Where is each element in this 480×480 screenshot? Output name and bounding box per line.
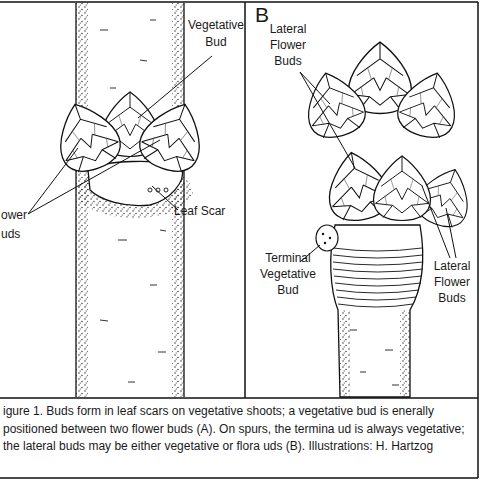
flower-bud: [393, 66, 465, 143]
bundle-scar: [164, 188, 168, 192]
bud-label: Lateral Flower Buds: [424, 258, 480, 306]
bundle-scar: [148, 188, 152, 192]
flower-bud: [374, 156, 431, 221]
leader-line: [138, 56, 212, 118]
frame-line: [0, 1, 478, 3]
bud-label: Vegetative Bud: [184, 17, 248, 51]
scar-label: Leaf Scar: [174, 204, 244, 219]
stem-stipple: [400, 310, 410, 397]
leader-lines: [300, 72, 456, 262]
fruiting-spur: [298, 42, 479, 397]
bud-dot: [324, 242, 326, 244]
vegetative-shoot: [28, 3, 213, 397]
spur-stem: [331, 225, 423, 397]
leader-line: [446, 208, 456, 258]
bud-dot: [329, 237, 331, 239]
stem-edge: [75, 3, 76, 397]
bark-lenticels: [350, 330, 399, 385]
frame-line: [0, 477, 478, 479]
terminal-vegetative-bud: [316, 225, 338, 251]
leader-line: [28, 140, 160, 214]
frame-line: [477, 2, 479, 478]
terminal-bud-outline: [316, 225, 338, 251]
leader-line: [28, 148, 78, 214]
leader-line: [422, 186, 450, 258]
bud-label: ower uds: [1, 206, 33, 244]
flower-bud: [134, 94, 214, 178]
leader-line: [300, 72, 355, 168]
frame-line: [244, 2, 246, 398]
bud-label: Terminal Vegetative Bud: [256, 250, 320, 298]
bud-dot: [322, 233, 324, 235]
figure-caption: igure 1. Buds form in leaf scars on vege…: [3, 403, 475, 456]
leader-line: [300, 72, 330, 104]
bud-label: Lateral Flower Buds: [256, 21, 320, 69]
leader-lines: [28, 56, 212, 214]
stem-stipple: [340, 310, 350, 397]
bud-scale-scars: [333, 248, 423, 307]
